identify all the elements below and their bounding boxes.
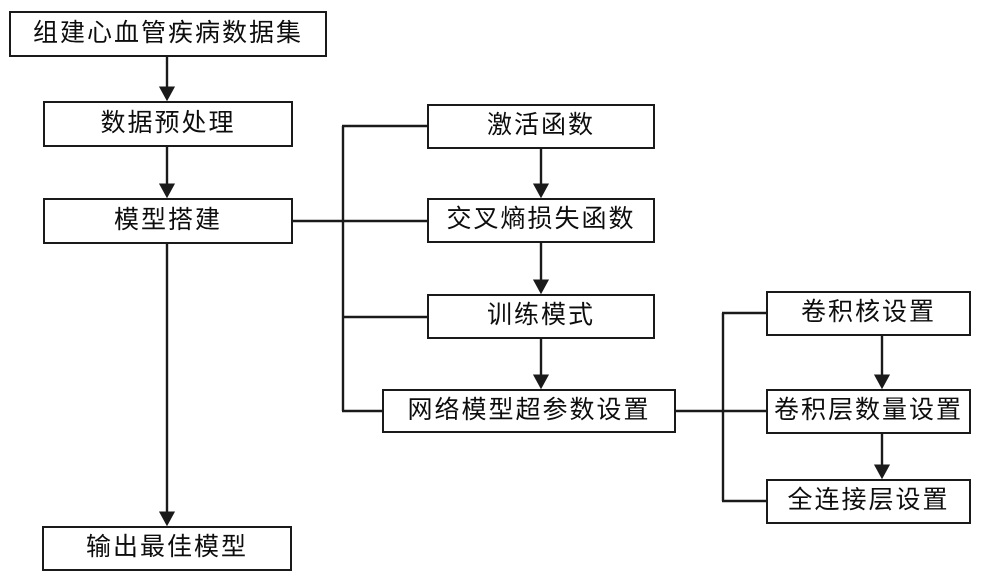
node-kernel-label: 卷积核设置 — [800, 299, 936, 326]
node-activation[interactable]: 激活函数 — [427, 104, 655, 149]
node-conv-layers[interactable]: 卷积层数量设置 — [766, 389, 971, 434]
node-best-model[interactable]: 输出最佳模型 — [42, 526, 292, 571]
node-dataset[interactable]: 组建心血管疾病数据集 — [9, 11, 327, 57]
node-kernel[interactable]: 卷积核设置 — [766, 291, 971, 336]
node-best-model-label: 输出最佳模型 — [85, 534, 248, 561]
node-model-build-label: 模型搭建 — [113, 206, 222, 234]
node-train-mode-label: 训练模式 — [486, 302, 595, 329]
node-train-mode[interactable]: 训练模式 — [427, 294, 655, 339]
node-model-build[interactable]: 模型搭建 — [43, 198, 293, 244]
node-hyperparams-label: 网络模型超参数设置 — [407, 396, 651, 424]
node-hyperparams[interactable]: 网络模型超参数设置 — [382, 389, 676, 433]
node-activation-label: 激活函数 — [486, 112, 595, 139]
node-fc-layers-label: 全连接层设置 — [787, 487, 950, 514]
node-preprocess[interactable]: 数据预处理 — [43, 101, 293, 147]
node-dataset-label: 组建心血管疾病数据集 — [32, 19, 303, 47]
node-cross-entropy-label: 交叉熵损失函数 — [446, 206, 636, 233]
node-fc-layers[interactable]: 全连接层设置 — [766, 479, 971, 524]
node-preprocess-label: 数据预处理 — [100, 109, 236, 137]
node-cross-entropy[interactable]: 交叉熵损失函数 — [427, 198, 655, 243]
node-conv-layers-label: 卷积层数量设置 — [773, 397, 963, 424]
